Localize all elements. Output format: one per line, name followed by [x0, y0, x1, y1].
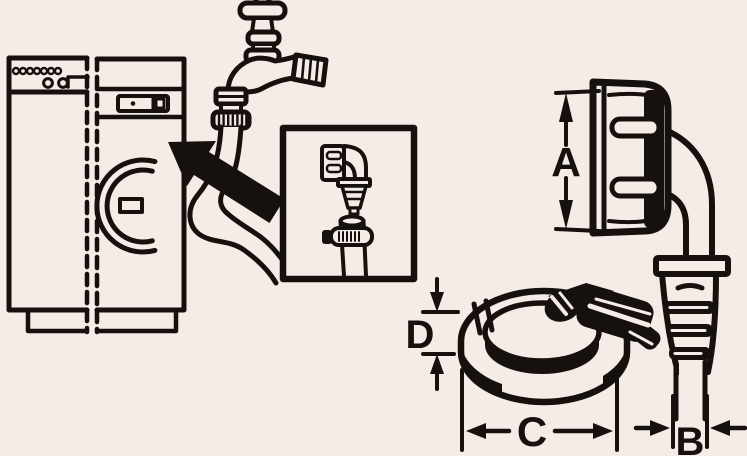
tap-handle-icon [237, 0, 288, 21]
plinth-right [94, 307, 179, 334]
control-panel [6, 66, 90, 95]
direction-arrow-icon [168, 141, 285, 223]
door-handle [118, 197, 144, 214]
panel-step [66, 75, 90, 89]
dimension-a: A [551, 89, 601, 233]
mini-clamp-screw-icon [322, 230, 332, 244]
band-serrations [485, 332, 599, 361]
inset-border [279, 124, 418, 283]
clamp-opening [482, 300, 602, 364]
water-tap [210, 0, 329, 131]
clamp-screw-housing [544, 283, 661, 350]
cap-grip-slot [609, 116, 662, 139]
indicator-dot-icon [130, 101, 136, 106]
plinth-left [25, 307, 90, 334]
top-loader-outline [6, 55, 90, 313]
barbed-stem [659, 271, 719, 422]
dimension-b: B [633, 394, 747, 456]
dimension-label-c: C [517, 408, 547, 455]
connection-detail-inset [279, 124, 418, 283]
dimension-label-d: D [406, 313, 435, 357]
mini-hose-with-clamp [322, 214, 374, 278]
dimension-c: C [460, 368, 619, 455]
dashed-divider [84, 55, 100, 335]
washing-machine-pair [6, 55, 187, 335]
tap-hose-connector [210, 86, 252, 131]
dimension-d: D [406, 277, 460, 391]
mini-angle-connector [320, 144, 372, 216]
cap-grip-slot [609, 176, 662, 199]
front-panel [94, 86, 187, 120]
elbow-pipe [657, 125, 715, 263]
dimension-label-b: B [676, 420, 705, 456]
angle-hose-connector: A B [551, 78, 747, 456]
hose-opening [338, 214, 366, 228]
knob-icon [42, 77, 54, 89]
hose-clamp: D C [406, 277, 661, 455]
dimension-label-a: A [551, 139, 581, 185]
